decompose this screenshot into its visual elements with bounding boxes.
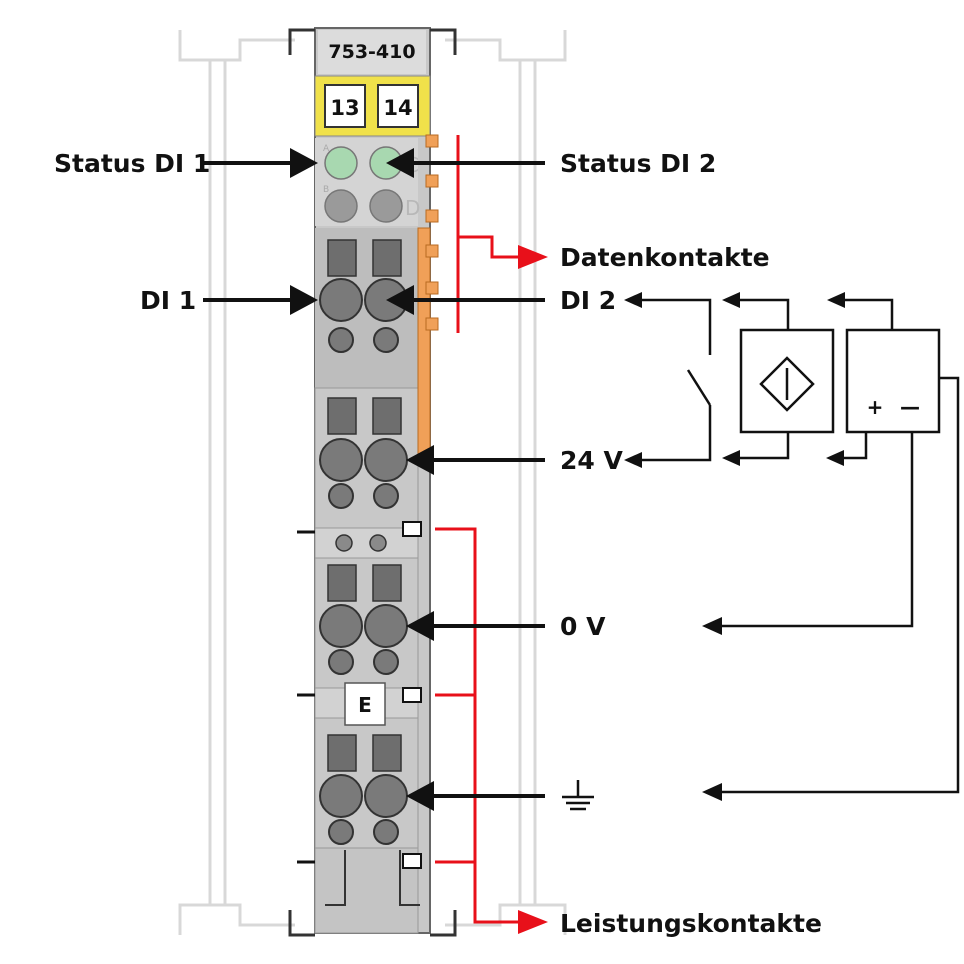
connector-block-24v <box>319 397 408 509</box>
clamp-di1[interactable] <box>319 278 363 322</box>
model-label-area <box>318 30 426 74</box>
label-di2: DI 2 <box>560 286 616 315</box>
din-rail-outline <box>178 30 567 935</box>
terminal-number-box-right <box>377 84 419 128</box>
clamp-pe-right[interactable] <box>364 774 408 818</box>
sensor-icon <box>759 356 815 412</box>
label-24v: 24 V <box>560 446 623 475</box>
clamp-pe-left[interactable] <box>319 774 363 818</box>
label-di1: DI 1 <box>140 286 196 315</box>
clamp-24v-right[interactable] <box>364 438 408 482</box>
terminal-number-left: 13 <box>330 96 359 120</box>
led-letter-b: B <box>323 185 329 195</box>
housing-section-3 <box>314 527 419 559</box>
inactive-led-d <box>369 189 403 223</box>
led-letter-a: A <box>323 144 330 154</box>
external-wiring <box>640 298 960 794</box>
connector-block-0v <box>319 564 408 675</box>
ground-icon <box>562 780 594 811</box>
label-leistungskontakte: Leistungskontakte <box>560 909 822 938</box>
terminal-number-box-left <box>324 84 366 128</box>
wiring-arrowheads <box>624 292 845 801</box>
sensor-box <box>739 328 835 434</box>
connector-block-di <box>319 239 408 353</box>
power-contacts-arrowhead <box>518 910 548 934</box>
clamp-0v-right[interactable] <box>364 604 408 648</box>
inactive-led-b <box>324 189 358 223</box>
label-0v: 0 V <box>560 612 606 641</box>
data-contacts <box>417 134 439 459</box>
data-contacts-arrowhead <box>518 245 548 269</box>
clamp-0v-left[interactable] <box>319 604 363 648</box>
terminal-number-right: 14 <box>383 96 412 120</box>
label-status-di1: Status DI 1 <box>54 149 210 178</box>
label-status-di2: Status DI 2 <box>560 149 716 178</box>
clamp-24v-left[interactable] <box>319 438 363 482</box>
marker-label: E <box>358 693 372 717</box>
power-supply-box: + — <box>845 328 941 434</box>
status-led-di1 <box>324 146 358 180</box>
power-contacts-bus <box>435 527 520 924</box>
marker-label-box <box>344 682 386 726</box>
pointer-arrowheads <box>290 148 434 811</box>
led-letter-d: D <box>405 196 420 220</box>
supply-plus: + <box>867 395 884 419</box>
model-number: 753-410 <box>328 41 415 63</box>
pointer-arrows <box>203 161 545 798</box>
label-datenkontakte: Datenkontakte <box>560 243 770 272</box>
io-module: 753-410 13 14 A B C D <box>288 27 457 937</box>
switch-contact <box>686 369 712 406</box>
supply-minus: — <box>900 395 920 419</box>
connector-block-pe <box>319 734 408 845</box>
